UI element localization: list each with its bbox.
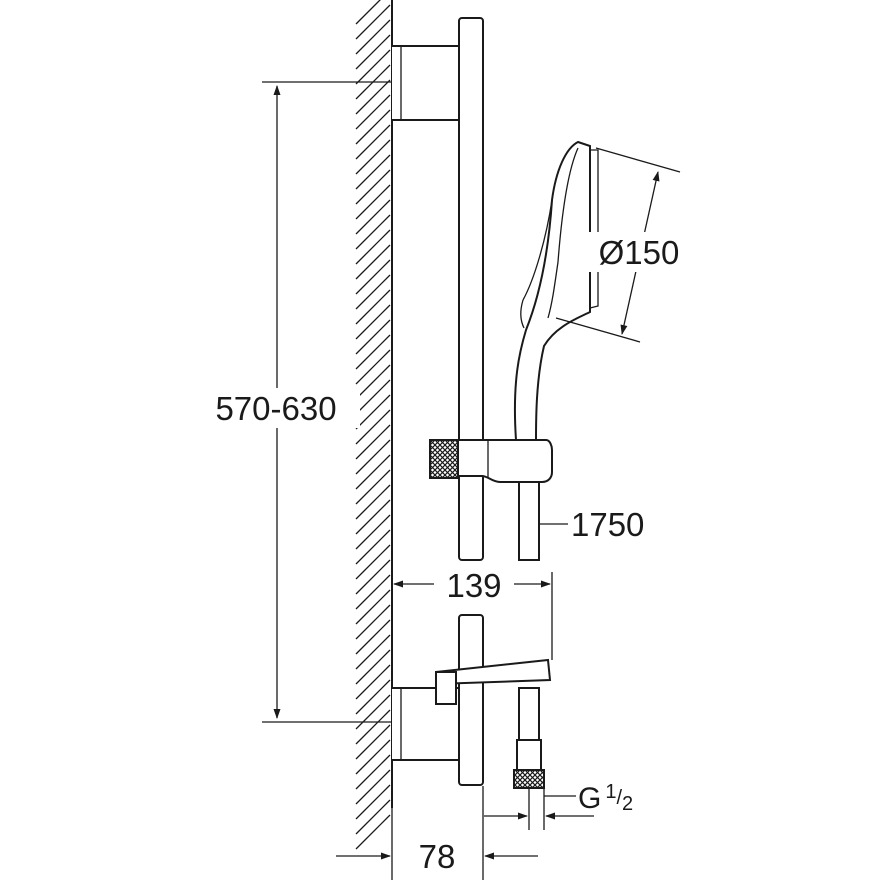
hatch-line [355,619,391,655]
hatch-line [355,319,391,355]
wall [355,0,393,850]
hatch-line [355,79,391,115]
dimension-wall-offset: 78 [336,786,538,880]
hatch-line [355,379,391,415]
hatch-line [355,514,391,550]
hatch-line [355,154,391,190]
dimension-head-diameter: Ø150 [555,147,690,343]
hatch-line [355,244,391,280]
hatch-line [355,529,391,565]
hatch-line [355,559,391,595]
hatch-line [355,349,391,385]
hatch-line [355,679,391,715]
hatch-line [355,649,391,685]
hatch-line [355,304,391,340]
dimension-projection: 139 [393,567,553,660]
hatch-line [355,124,391,160]
hatch-line [355,199,391,235]
hatch-line [355,814,391,850]
hatch-line [355,799,391,835]
hatch-line [355,49,391,85]
head-diameter-label: Ø150 [599,234,680,271]
hatch-line [355,19,391,55]
projection-label: 139 [446,567,501,604]
slider-holder [429,439,553,483]
hatch-line [355,334,391,370]
hatch-line [355,499,391,535]
hatch-line [355,259,391,295]
wall-hatching [355,0,391,850]
hatch-line [355,604,391,640]
hatch-line [355,694,391,730]
hand-shower [513,140,599,441]
hatch-line [355,94,391,130]
hatch-line [355,454,391,490]
hatch-line [355,424,391,460]
hatch-line [355,139,391,175]
shower-rail [392,17,484,786]
hatch-line [355,769,391,805]
hatch-line [355,754,391,790]
hatch-line [355,739,391,775]
hatch-line [355,289,391,325]
hose-nut [513,769,545,789]
hatch-line [355,184,391,220]
hose-length-label: 1750 [571,506,644,543]
hatch-line [355,574,391,610]
hatch-line [355,409,391,445]
hatch-line [355,439,391,475]
hatch-line [355,364,391,400]
dimension-rail-length: 570-630 [196,81,392,723]
hatch-line [355,229,391,265]
hatch-line [355,784,391,820]
hatch-line [355,394,391,430]
hatch-line [355,544,391,580]
hatch-line [355,109,391,145]
hatch-line [355,634,391,670]
hatch-line [355,589,391,625]
hatch-line [355,724,391,760]
hatch-line [355,664,391,700]
hatch-line [355,709,391,745]
rail-length-label: 570-630 [215,390,336,427]
dimension-hose-length: 1750 [540,506,644,543]
shower-hose [516,475,542,775]
hatch-line [355,169,391,205]
hatch-line [355,4,391,40]
hatch-line [355,469,391,505]
hatch-line [355,34,391,70]
shelf [435,658,552,705]
hatch-line [355,214,391,250]
hatch-line [355,484,391,520]
hatch-line [355,274,391,310]
wall-offset-label: 78 [419,838,456,875]
hatch-line [355,0,381,25]
